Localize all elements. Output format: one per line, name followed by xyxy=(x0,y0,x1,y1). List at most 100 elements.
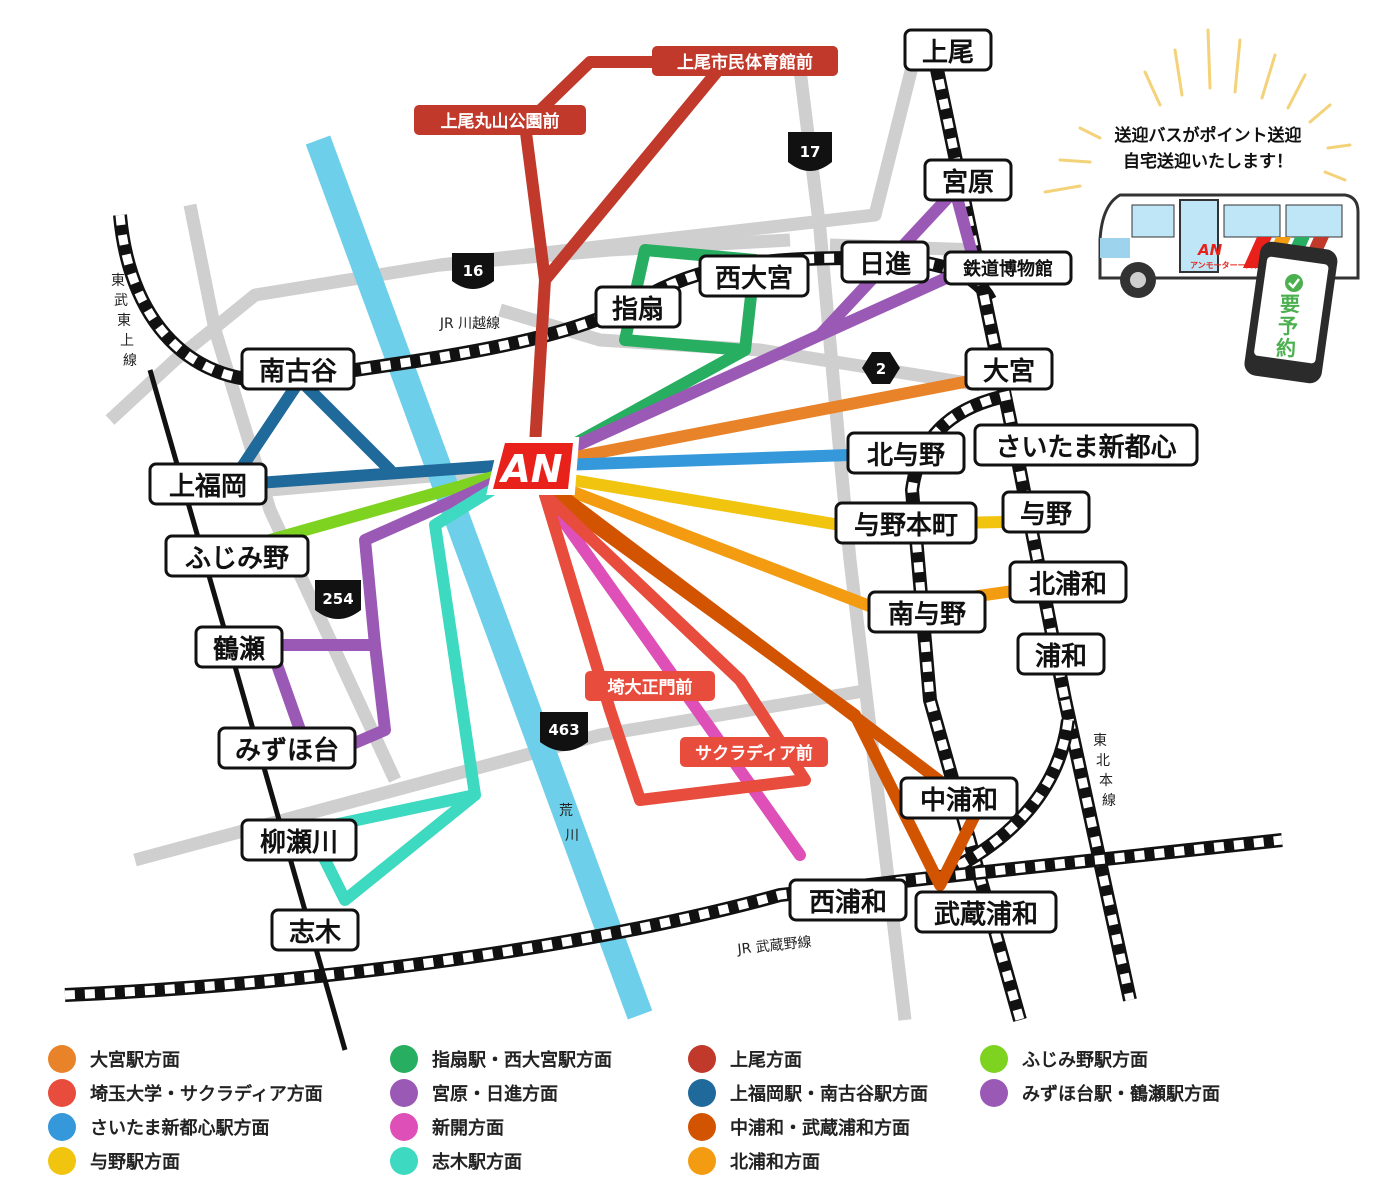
station-mizuhodai: みずほ台 xyxy=(217,726,357,770)
stop-ageo-gym: 上尾市民体育館前 xyxy=(652,46,838,76)
stations: 上尾 宮原 日進 鉄道博物館 西大宮 指扇 大宮 南古谷 北与野 さいたま新都心… xyxy=(148,28,1199,952)
booking-phone[interactable]: 要 予 約 xyxy=(1243,240,1339,385)
station-fujimino: ふじみ野 xyxy=(164,534,310,578)
svg-text:指扇: 指扇 xyxy=(612,294,664,325)
svg-text:志木: 志木 xyxy=(289,918,341,948)
legend-item-kitaurawa: 北浦和方面 xyxy=(688,1147,820,1175)
svg-text:東: 東 xyxy=(1093,733,1107,749)
tohoku-line-lower xyxy=(1058,698,1137,1002)
station-kitayono: 北与野 xyxy=(846,431,966,475)
svg-text:JR 川越線: JR 川越線 xyxy=(439,316,500,332)
bus-stop-labels: 上尾市民体育館前 上尾丸山公園前 埼大正門前 サクラディア前 xyxy=(414,46,838,767)
legend-dot xyxy=(980,1045,1008,1073)
legend-label: 志木駅方面 xyxy=(432,1152,522,1173)
legend-dot xyxy=(980,1079,1008,1107)
svg-text:与野: 与野 xyxy=(1020,500,1072,530)
svg-text:大宮: 大宮 xyxy=(983,356,1035,387)
route-shintoshin xyxy=(554,449,856,471)
legend-item-sashiogi: 指扇駅・西大宮駅方面 xyxy=(390,1045,612,1073)
station-tetsudo: 鉄道博物館 xyxy=(943,250,1073,286)
legend-item-shinkai: 新開方面 xyxy=(390,1113,504,1141)
legend-dot xyxy=(688,1113,716,1141)
line-labels: JR 川越線 JR 武蔵野線 東 武 東 上 線 東 北 本 線 荒 川 xyxy=(111,273,1116,958)
station-minamifuruya: 南古谷 xyxy=(240,347,356,391)
legend-dot xyxy=(688,1045,716,1073)
svg-text:西浦和: 西浦和 xyxy=(809,887,887,918)
arakawa-river xyxy=(305,135,653,1020)
svg-text:北浦和: 北浦和 xyxy=(1029,569,1107,600)
legend-item-yono: 与野駅方面 xyxy=(48,1147,180,1175)
legend-item-shiki: 志木駅方面 xyxy=(390,1147,522,1175)
legend-item-miyahara: 宮原・日進方面 xyxy=(390,1079,558,1107)
station-yanasegawa: 柳瀬川 xyxy=(240,818,358,862)
legend-dot xyxy=(48,1045,76,1073)
legend-label: 埼玉大学・サクラディア方面 xyxy=(90,1084,323,1105)
legend-label: みずほ台駅・鶴瀬駅方面 xyxy=(1022,1084,1220,1105)
svg-text:16: 16 xyxy=(463,262,484,280)
station-ageo: 上尾 xyxy=(903,28,993,72)
stop-sakuradia: サクラディア前 xyxy=(680,737,828,767)
legend-label: ふじみ野駅方面 xyxy=(1022,1050,1148,1071)
station-miyahara: 宮原 xyxy=(923,158,1013,202)
svg-text:川: 川 xyxy=(565,828,579,844)
station-urawa: 浦和 xyxy=(1016,632,1106,676)
station-saitamashintoshin: さいたま新都心 xyxy=(973,423,1199,467)
legend-label: 上福岡駅・南古谷駅方面 xyxy=(730,1084,928,1105)
legend-dot xyxy=(688,1147,716,1175)
svg-text:2: 2 xyxy=(876,360,886,378)
route-463-shield: 463 xyxy=(540,712,588,751)
station-nishiomiya: 西大宮 xyxy=(698,254,810,298)
stop-saidai-gate: 埼大正門前 xyxy=(585,671,715,701)
legend-item-shintoshin: さいたま新都心駅方面 xyxy=(48,1113,269,1141)
svg-text:武蔵浦和: 武蔵浦和 xyxy=(934,899,1038,930)
svg-text:254: 254 xyxy=(322,590,353,608)
route-omiya xyxy=(554,372,991,466)
station-yono: 与野 xyxy=(1001,490,1091,534)
svg-text:上福岡: 上福岡 xyxy=(169,472,247,502)
svg-text:上尾市民体育館前: 上尾市民体育館前 xyxy=(677,52,813,73)
legend-item-fujimino: ふじみ野駅方面 xyxy=(980,1045,1148,1073)
legend-dot xyxy=(688,1079,716,1107)
legend-item-saidai: 埼玉大学・サクラディア方面 xyxy=(48,1079,323,1107)
svg-text:さいたま新都心: さいたま新都心 xyxy=(995,432,1176,463)
svg-text:柳瀬川: 柳瀬川 xyxy=(260,828,338,858)
route-16-shield: 16 xyxy=(452,253,494,289)
route-kamifukuoka-minamifuruya xyxy=(224,374,516,491)
svg-text:東: 東 xyxy=(111,273,125,289)
legend-item-nakaurawa: 中浦和・武蔵浦和方面 xyxy=(688,1113,910,1141)
svg-text:上尾: 上尾 xyxy=(922,38,974,68)
station-kitaurawa: 北浦和 xyxy=(1008,560,1128,604)
station-nishiurawa: 西浦和 xyxy=(788,878,908,922)
svg-text:17: 17 xyxy=(800,143,821,161)
svg-text:要: 要 xyxy=(1280,292,1300,316)
route-2-shield: 2 xyxy=(862,352,900,384)
station-omiya: 大宮 xyxy=(964,347,1054,391)
station-nakaurawa: 中浦和 xyxy=(899,776,1019,820)
legend-dot xyxy=(48,1079,76,1107)
legend-item-kamifukuoka: 上福岡駅・南古谷駅方面 xyxy=(688,1079,928,1107)
station-sashiogi: 指扇 xyxy=(594,285,682,329)
station-yonohonmachi: 与野本町 xyxy=(834,501,978,545)
legend-label: 大宮駅方面 xyxy=(90,1050,180,1071)
river-label: 荒 xyxy=(559,803,573,819)
legend-dot xyxy=(48,1147,76,1175)
route-shields: 17 16 2 254 463 xyxy=(315,132,900,751)
svg-text:与野本町: 与野本町 xyxy=(854,511,958,541)
route-17-shield: 17 xyxy=(788,132,832,171)
station-nisshin: 日進 xyxy=(840,240,930,284)
svg-text:約: 約 xyxy=(1276,336,1296,360)
svg-text:日進: 日進 xyxy=(859,250,911,280)
legend-label: さいたま新都心駅方面 xyxy=(90,1118,270,1139)
svg-text:中浦和: 中浦和 xyxy=(920,785,998,816)
stop-ageo-maruyama: 上尾丸山公園前 xyxy=(414,105,586,135)
legend-dot xyxy=(390,1147,418,1175)
route-legend: 大宮駅方面 埼玉大学・サクラディア方面 さいたま新都心駅方面 与野駅方面 指扇駅… xyxy=(48,1045,1368,1195)
bus-brand-text: アンモーターースクール xyxy=(1190,260,1277,270)
legend-dot xyxy=(390,1113,418,1141)
svg-text:宮原: 宮原 xyxy=(942,167,994,198)
station-kamifukuoka: 上福岡 xyxy=(148,462,268,506)
notice-line1: 送迎バスがポイント送迎 xyxy=(1115,125,1302,146)
svg-text:線: 線 xyxy=(1102,793,1116,809)
svg-text:東: 東 xyxy=(117,313,131,329)
svg-text:南与野: 南与野 xyxy=(888,600,966,630)
